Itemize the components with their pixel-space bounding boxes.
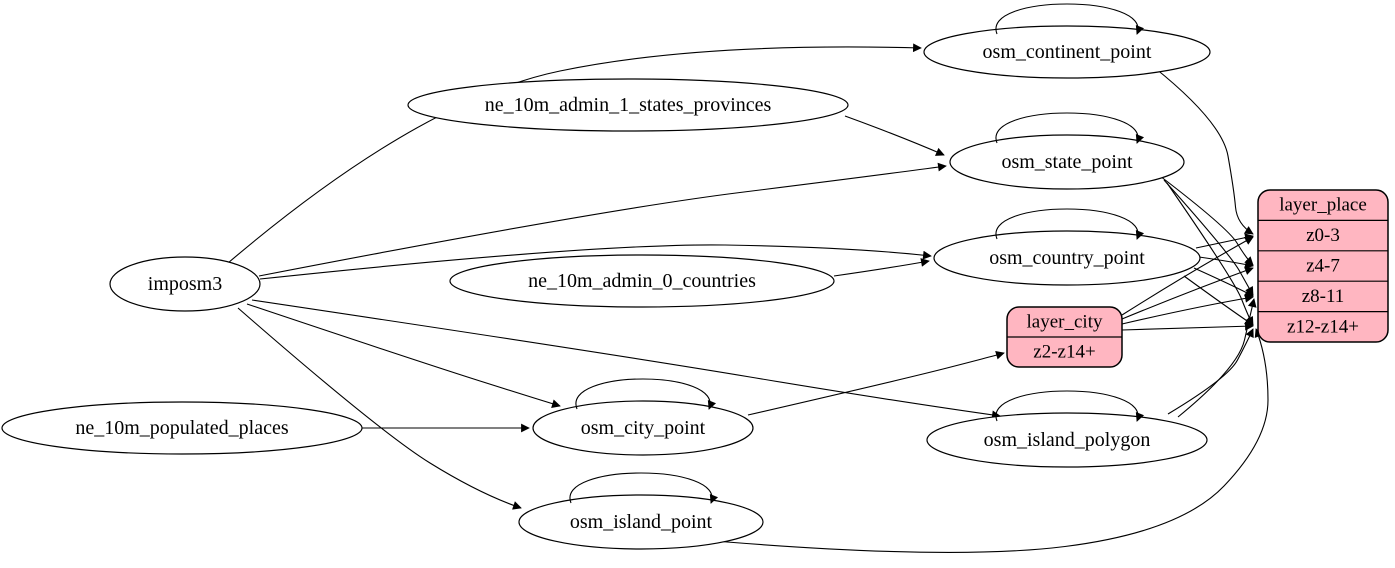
edge-osm_city_point-to-layer_city-z2-z14+ [747,350,1005,416]
layer_city-row-z2-z14+: z2-z14+ [1033,342,1095,363]
osm_continent_point-ellipse [923,25,1211,79]
edge-imposm3-to-osm_island_polygon [251,299,1001,420]
layer_place-row-z8-11: z8-11 [1302,286,1345,307]
ne_10m_populated_places-label: ne_10m_populated_places [75,417,288,439]
node-osm_state_point: osm_state_point [949,134,1185,190]
edge-imposm3-to-osm_city_point [246,303,561,408]
edge-osm_state_point-to-layer_place-z4-7 [1159,175,1254,266]
edge-imposm3-to-osm_island_point [237,307,522,510]
edge-ne_10m_admin_1_states_provinces-to-osm_state_point [844,115,945,156]
layer_place-row-z12-z14+: z12-z14+ [1287,316,1359,337]
edge-osm_country_point-to-layer_place-z12-z14+ [1183,275,1254,326]
self-loop-osm_island_point [569,472,719,504]
edge-imposm3-to-osm_continent_point [227,43,922,264]
ne_10m_admin_0_countries-label: ne_10m_admin_0_countries [528,270,756,292]
ne_10m_admin_1_states_provinces-ellipse [407,78,849,132]
node-osm_island_point: osm_island_point [518,494,764,550]
node-imposm3: imposm3 [109,256,261,312]
edge-osm_island_polygon-to-layer_place-z8-11 [1177,298,1257,418]
edges-layer [227,43,1269,553]
layer_place-box [1257,189,1389,343]
edge-layer_city-to-layer_place-z12-z14+ [1121,321,1254,331]
edge-layer_city-to-layer_place-z0-3 [1121,236,1254,316]
imposm3-ellipse [109,256,261,312]
edge-imposm3-to-osm_state_point [258,162,947,277]
self-loop-osm_country_point [995,208,1145,240]
osm_country_point-label: osm_country_point [989,247,1145,269]
self-loop-osm_city_point [575,378,717,410]
osm_state_point-label: osm_state_point [1001,151,1133,173]
layer_city-row-layer_city: layer_city [1027,312,1103,333]
ne_10m_admin_1_states_provinces-label: ne_10m_admin_1_states_provinces [485,94,772,116]
node-osm_city_point: osm_city_point [532,400,754,456]
ne_10m_admin_0_countries-ellipse [449,254,835,308]
edge-osm_island_point-to-layer_place-z12-z14+ [702,328,1269,553]
edge-layer_city-to-layer_place-z8-11 [1121,294,1254,325]
node-osm_continent_point: osm_continent_point [923,25,1211,79]
node-ne_10m_admin_1_states_provinces: ne_10m_admin_1_states_provinces [407,78,849,132]
edge-osm_continent_point-to-layer_place-z0-3 [1154,67,1254,235]
self-loop-osm_state_point [995,112,1145,144]
osm_continent_point-label: osm_continent_point [983,41,1152,63]
edge-imposm3-to-osm_country_point [259,244,932,280]
layer_place-row-z0-3: z0-3 [1306,225,1340,246]
osm_city_point-label: osm_city_point [581,417,706,439]
osm_island_point-ellipse [518,494,764,550]
osm_island_polygon-label: osm_island_polygon [984,429,1151,451]
edge-osm_country_point-to-layer_place-z4-7 [1198,256,1254,269]
self-loop-osm_continent_point [995,3,1145,35]
edge-osm_country_point-to-layer_place-z8-11 [1193,267,1254,297]
node-osm_island_polygon: osm_island_polygon [926,412,1208,468]
node-osm_country_point: osm_country_point [933,230,1201,286]
node-ne_10m_populated_places: ne_10m_populated_places [1,401,363,455]
osm_state_point-ellipse [949,134,1185,190]
node-layer_city: layer_city z2-z14+ [1006,306,1123,368]
osm_city_point-ellipse [532,400,754,456]
osm_island_polygon-ellipse [926,412,1208,468]
self-loop-osm_island_polygon [995,390,1145,422]
node-layer_place: layer_place z0-3 z4-7 z8-11 z12-z14+ [1257,189,1389,343]
imposm3-label: imposm3 [148,273,222,295]
edge-osm_island_polygon-to-layer_place-z12-z14+ [1167,328,1254,415]
node-ne_10m_admin_0_countries: ne_10m_admin_0_countries [449,254,835,308]
edge-ne_10m_admin_0_countries-to-osm_country_point [833,258,930,277]
self-loops-layer [569,3,1145,504]
layer_place-row-layer_place: layer_place [1279,195,1367,216]
layer_place-row-z4-7: z4-7 [1306,256,1340,277]
nodes-layer: imposm3 ne_10m_admin_1_states_provincesne… [1,25,1389,550]
osm_island_point-label: osm_island_point [570,511,713,533]
edge-layer_city-to-layer_place-z4-7 [1121,266,1254,320]
ne_10m_populated_places-ellipse [1,401,363,455]
osm_country_point-ellipse [933,230,1201,286]
